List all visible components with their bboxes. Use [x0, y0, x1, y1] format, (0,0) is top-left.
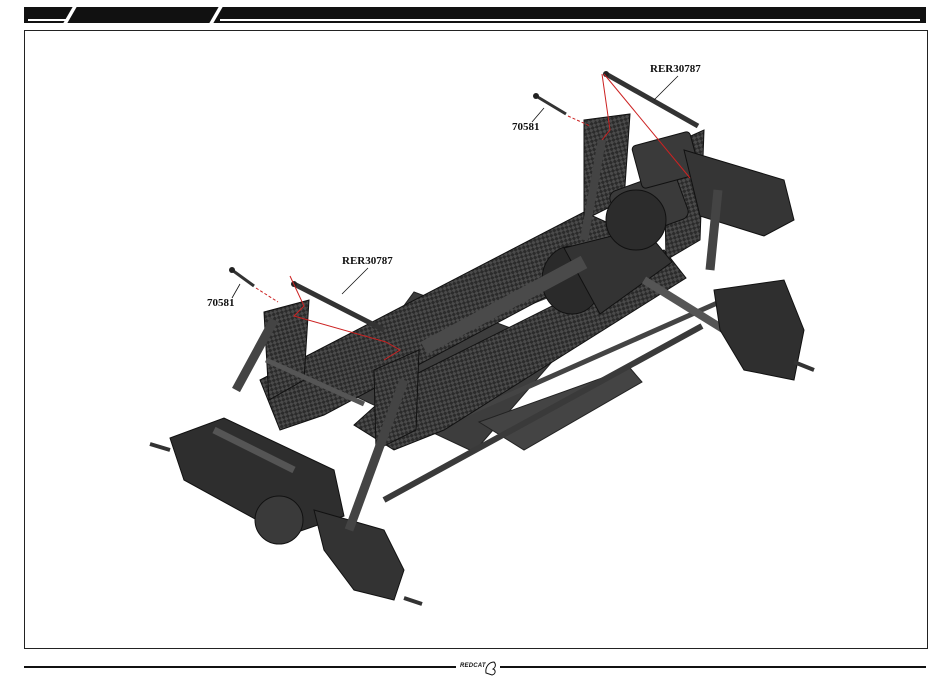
front-screw-head	[533, 93, 539, 99]
callout-rear-shaft: RER30787	[342, 255, 393, 267]
rear-screw-70581	[232, 270, 254, 286]
rear-axle-tube	[314, 510, 404, 600]
callout-front-shaft: RER30787	[650, 63, 701, 75]
footer-rule-left	[24, 666, 456, 668]
footer-logo-text: REDCAT	[460, 663, 486, 669]
rear-axle-stub	[404, 598, 422, 604]
footer-logo: REDCAT	[458, 659, 498, 677]
spur-gear	[606, 190, 666, 250]
front-axle	[714, 280, 804, 380]
label-leader-rear-screw	[232, 284, 240, 298]
rear-screw-leader	[256, 288, 278, 302]
header-bar	[24, 7, 926, 23]
label-leader-front-screw	[532, 108, 544, 122]
rear-axle-stub-2	[150, 444, 170, 450]
header-underline-left	[28, 19, 66, 21]
footer-logo-icon	[484, 659, 498, 677]
label-leader-rear-shaft	[342, 268, 368, 294]
label-leader-front-shaft	[654, 76, 678, 100]
callout-rear-screw: 70581	[207, 297, 235, 309]
footer-rule-right	[500, 666, 926, 668]
header-underline-right	[220, 19, 920, 21]
front-screw-70581	[536, 96, 566, 114]
callout-front-screw: 70581	[512, 121, 540, 133]
rear-screw-head	[229, 267, 235, 273]
chassis-assembly-diagram	[24, 30, 928, 649]
rear-differential	[255, 496, 303, 544]
